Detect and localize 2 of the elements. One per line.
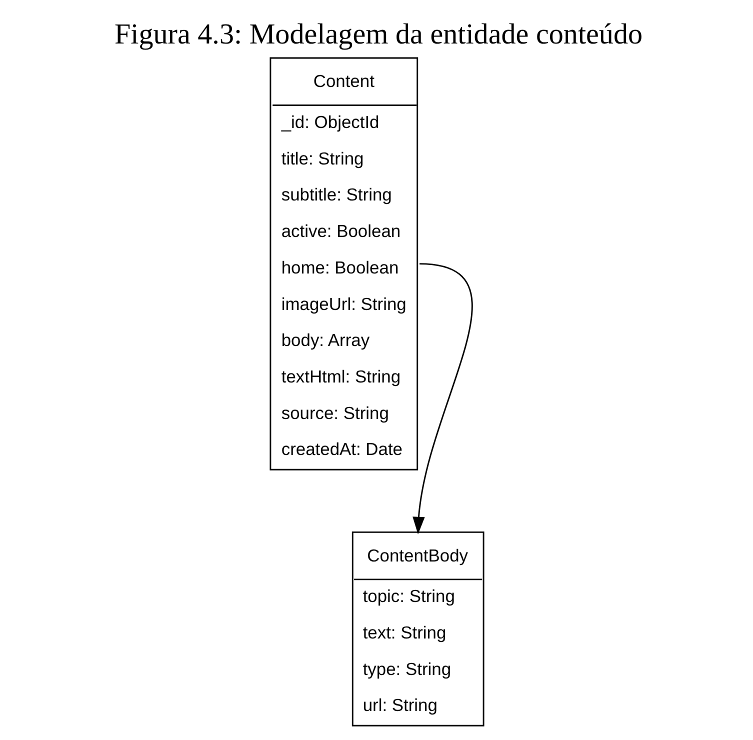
- arrow: [412, 263, 472, 534]
- diagram-title: Figura 4.3: Modelagem da entidade conteúdo: [114, 18, 642, 50]
